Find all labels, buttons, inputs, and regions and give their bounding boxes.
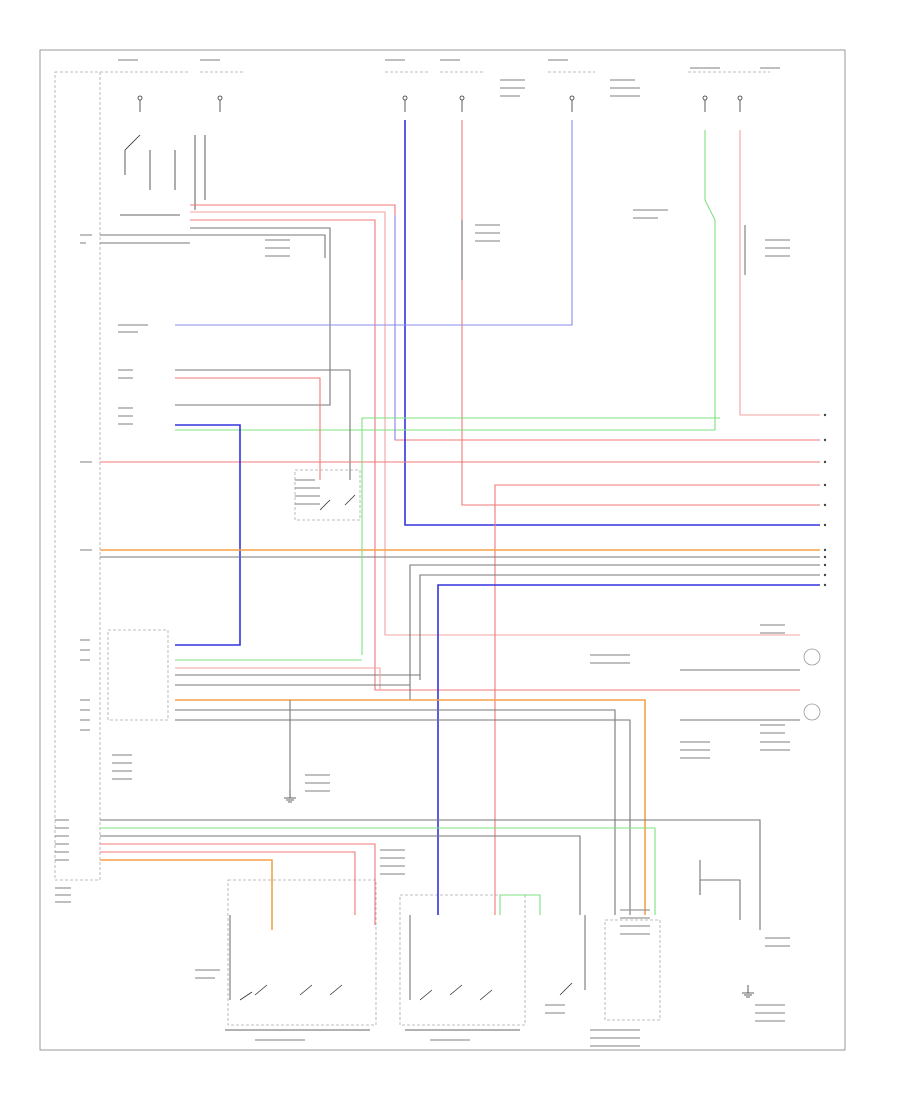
wire-red-37 (100, 851, 356, 915)
indicator-lamp-icon (803, 648, 821, 666)
connector-pin-icon (823, 563, 827, 567)
wire-gray-22 (419, 574, 820, 680)
wire-green-20 (361, 417, 720, 655)
wire-gray-4 (100, 234, 326, 258)
connector-pins (823, 413, 827, 587)
connector-pin-icon (823, 460, 827, 464)
switch-contacts (225, 494, 573, 1031)
wire-gray-3 (175, 227, 331, 406)
indicator-lamp-icon (803, 703, 821, 721)
connector-pin-icon (823, 555, 827, 559)
dimmer-switch-box (399, 894, 526, 1026)
wire-red-11 (175, 377, 321, 480)
connector-pin-icon (823, 483, 827, 487)
wire-red-7 (461, 120, 820, 506)
headlight-switch-box (227, 879, 377, 1026)
wire-red-2 (190, 219, 800, 691)
wire-gray-29 (175, 719, 631, 915)
connector-pin-icon (823, 523, 827, 527)
wire-group (100, 120, 820, 1000)
wire-blue-14 (175, 424, 241, 646)
wire-green-9 (175, 130, 716, 431)
wire-orange-27 (175, 699, 646, 915)
connector-pin-icon (823, 573, 827, 577)
connector-pin-icon (823, 503, 827, 507)
wire-gray-28 (175, 709, 616, 915)
connector-pin-icon (823, 413, 827, 417)
wire-pink-1 (190, 211, 800, 636)
diagram-frame (39, 49, 846, 1051)
wire-gray-19 (409, 564, 820, 700)
wire-red-36 (100, 843, 376, 925)
wire-green-39 (499, 894, 541, 915)
relay-contact-box (294, 469, 361, 521)
wire-blue-21 (437, 584, 820, 915)
ignition-switch (120, 134, 206, 216)
wire-red-16 (494, 484, 820, 915)
wire-gray-12 (175, 369, 351, 480)
connector-pin-icon (823, 438, 827, 442)
wire-pink-10 (739, 130, 820, 416)
light-control-module-box (107, 629, 169, 721)
wire-gray-33 (100, 819, 761, 930)
wire-orange-38 (100, 859, 273, 930)
wire-lightblue-8 (175, 120, 573, 326)
automatic-light-sensor-box (604, 919, 661, 1021)
wire-pink-25 (175, 667, 381, 690)
connector-pin-icon (823, 583, 827, 587)
wire-gray-35 (100, 835, 581, 915)
top-fuse-blocks (100, 71, 770, 112)
right-lamps (803, 648, 821, 721)
label-marks (55, 59, 790, 1047)
connector-pin-icon (823, 548, 827, 552)
wire-blue-6 (404, 120, 820, 526)
wire-green-34 (100, 827, 656, 915)
body-control-module-outline (54, 71, 101, 881)
wire-gray-43 (699, 860, 741, 920)
